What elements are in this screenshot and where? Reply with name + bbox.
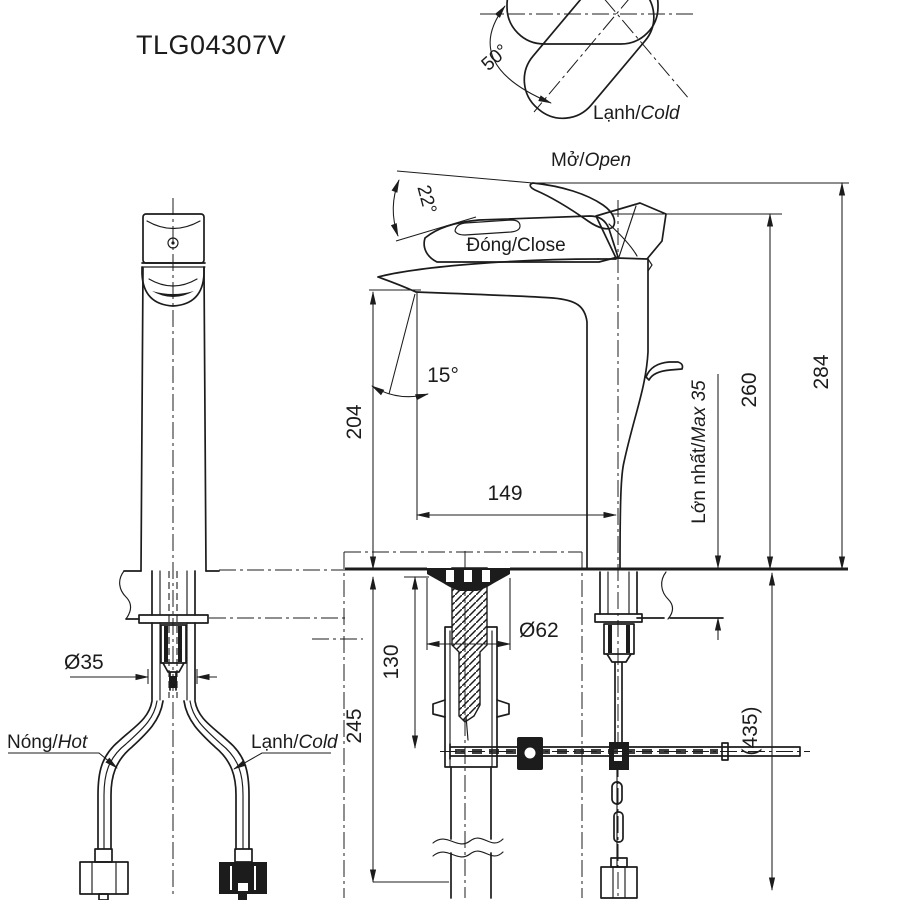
aerator (152, 291, 194, 297)
spout-reach-label: 149 (487, 482, 522, 505)
shank-side (594, 571, 643, 743)
front-view: Ø35 Nóng/Hot Lạnh/Cold (7, 198, 346, 900)
open-position-line (396, 170, 849, 184)
drain-stopper-section (451, 567, 488, 723)
handle-indicator-dot (167, 237, 179, 249)
open-label: Mở/Open (551, 150, 631, 171)
rotation-arc (489, 5, 552, 104)
dim-below-counter: (435) (739, 572, 776, 891)
lift-rod-knob (645, 361, 684, 381)
drain-body-length-label: 130 (380, 644, 403, 679)
hose-collar-hot (94, 848, 113, 863)
handle-top-view: 50° Lạnh/Cold (478, 0, 696, 124)
dim-height-open: 284 (810, 182, 846, 570)
spout-side (377, 258, 599, 293)
flange-diameter-label: Ø62 (519, 619, 559, 642)
handle-top-outline (506, 0, 659, 45)
pop-up-linkage (440, 737, 810, 899)
cold-label: Lạnh/Cold (251, 732, 339, 753)
spout-front (141, 266, 205, 307)
shank-front (151, 570, 196, 701)
body-back-edge (619, 258, 649, 570)
dim-base-diameter: Ø35 (64, 651, 217, 684)
counter-break-right (661, 571, 674, 620)
hose-collar-cold (234, 848, 253, 863)
dim-spout-reach: 149 (416, 482, 617, 519)
height-open-label: 284 (810, 354, 833, 389)
drain-body (444, 626, 498, 768)
pipe-break-symbol (432, 837, 504, 858)
body-front (140, 267, 207, 572)
supply-hoses (79, 700, 267, 900)
dim-spout-angle: 15° (371, 293, 459, 520)
mounting-nut-front (160, 624, 187, 664)
below-counter-label: (435) (739, 706, 762, 755)
dim-drain-body: 130 (380, 576, 429, 749)
dim-spout-height: 204 (343, 289, 421, 570)
spout-angle-label: 15° (427, 364, 459, 387)
horizontal-lever-rod (449, 743, 801, 760)
dim-flange-diameter: Ø62 (426, 578, 559, 650)
cold-direction-label: Lạnh/Cold (593, 103, 681, 124)
dim-height-closed: 260 (612, 213, 782, 570)
body-front-edge (415, 291, 588, 570)
rotation-angle-label: 50° (478, 40, 513, 75)
height-closed-label: 260 (738, 372, 761, 407)
hot-label: Nóng/Hot (7, 732, 88, 753)
counter-thickness-label: Lớn nhất/Max 35 (689, 380, 710, 524)
mounting-washer-front (138, 614, 209, 624)
base-diameter-label: Ø35 (64, 651, 104, 674)
spout-height-label: 204 (343, 404, 366, 439)
handle-closed-outline (423, 215, 619, 263)
drain-tailpipe (450, 766, 492, 899)
handle-base (595, 202, 667, 260)
close-label: Đóng/Close (466, 235, 565, 256)
handle-top-rotated-outline (523, 0, 655, 120)
counter-break-left (119, 570, 132, 620)
tailpiece-length-label: 245 (343, 708, 366, 743)
side-view: Mở/Open Đóng/Close 22° 15° 204 (312, 150, 849, 899)
mounting-nut-side (603, 623, 635, 655)
handle-open-outline (529, 182, 616, 230)
hot-leader (8, 752, 118, 769)
rod-bottom-nut (600, 866, 638, 899)
dim-tailpiece: 245 (343, 576, 449, 883)
handle-open-angle-label: 22° (412, 183, 440, 216)
hot-hose-nut (79, 861, 129, 895)
cold-leader (233, 752, 331, 770)
mounting-washer-side (594, 613, 643, 623)
pop-up-drain (427, 567, 510, 899)
dim-counter-thickness: Lớn nhất/Max 35 (689, 374, 722, 640)
product-code: TLG04307V (136, 30, 286, 60)
